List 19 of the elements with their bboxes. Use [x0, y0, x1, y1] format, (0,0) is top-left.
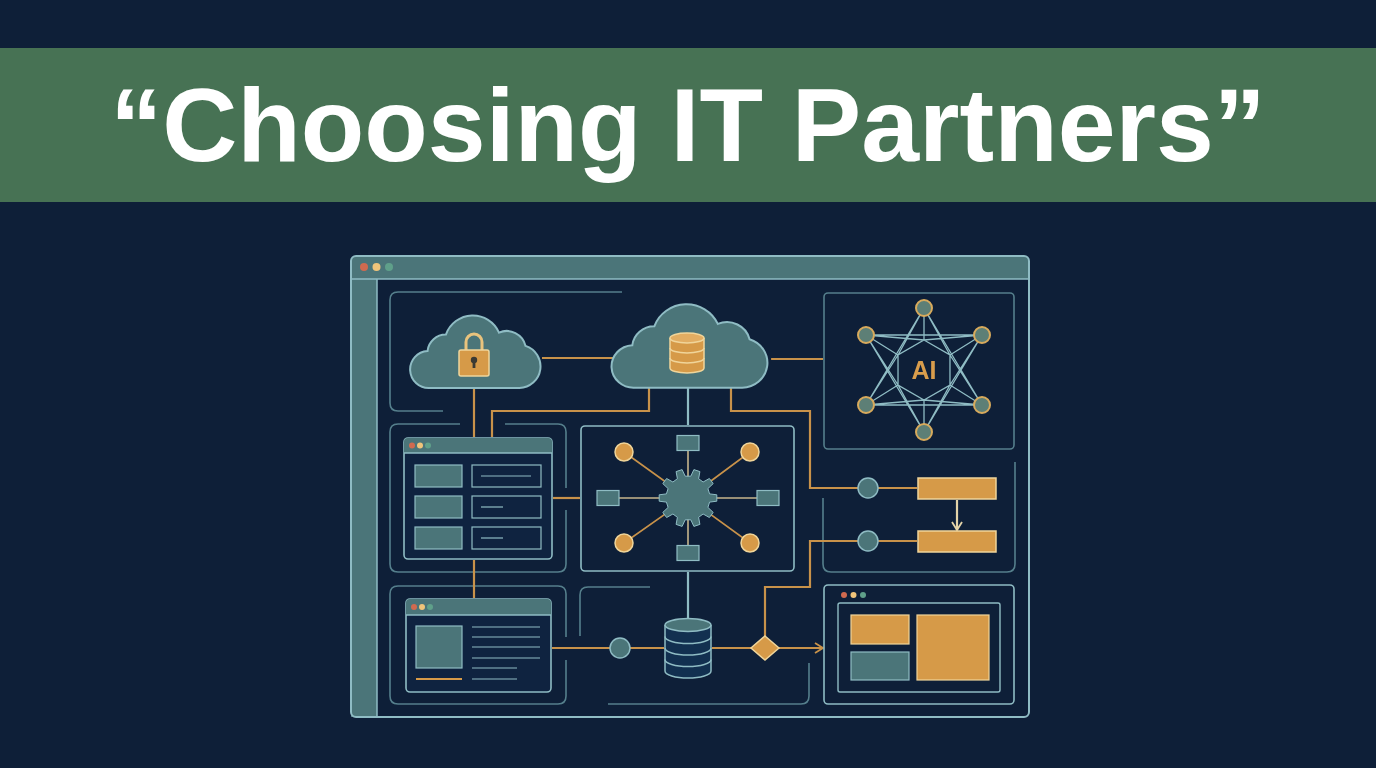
connector-line — [771, 357, 823, 361]
connector-line — [878, 486, 917, 490]
arrow — [779, 642, 824, 654]
connector-line — [630, 646, 664, 650]
connector-line — [878, 539, 917, 543]
arrow — [951, 500, 963, 531]
connector-line — [763, 539, 858, 636]
connector-line — [472, 387, 476, 437]
connector-line — [686, 572, 690, 618]
title-text: “Choosing IT Partners” — [110, 66, 1266, 184]
connector-line — [542, 356, 614, 360]
connector-line — [729, 387, 858, 490]
node-label: AI — [911, 357, 937, 383]
connector-line — [552, 646, 610, 650]
connector-line — [472, 560, 476, 598]
connector-line — [712, 646, 751, 650]
connector-line — [553, 496, 580, 500]
connector-line — [686, 387, 690, 425]
connector-line — [490, 387, 651, 437]
